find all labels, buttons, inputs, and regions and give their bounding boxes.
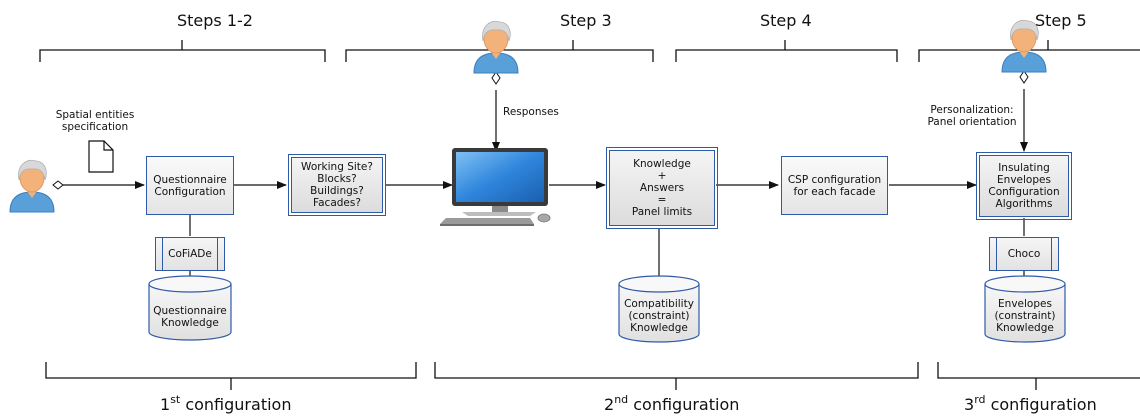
csp-configuration-box: CSP configuration for each facade xyxy=(781,156,888,215)
choco-component: Choco xyxy=(989,237,1059,271)
configuration-ordinal-2: nd xyxy=(614,393,629,406)
step-heading-3: Step 3 xyxy=(560,11,612,30)
mouse-icon xyxy=(537,213,551,223)
working-site-box: Working Site? Blocks? Buildings? Facades… xyxy=(288,154,386,216)
step-heading-5: Step 5 xyxy=(1035,11,1087,30)
working-site-text: Working Site? Blocks? Buildings? Facades… xyxy=(301,161,373,209)
top-bracket-step-4 xyxy=(675,40,898,62)
questionnaire-configuration-box: Questionnaire Configuration xyxy=(146,156,234,215)
configuration-label-3: 3rd configuration xyxy=(964,393,1097,414)
insulating-envelopes-text: Insulating Envelopes Configuration Algor… xyxy=(988,162,1060,210)
database-icon xyxy=(148,275,232,341)
configuration-label-2: 2nd configuration xyxy=(604,393,740,414)
configuration-number-3: 3 xyxy=(964,395,975,414)
configuration-word-1: configuration xyxy=(185,395,292,414)
document-icon xyxy=(88,140,114,173)
keyboard-icon xyxy=(440,218,534,226)
step-heading-1-2: Steps 1-2 xyxy=(177,11,253,30)
configuration-number-2: 2 xyxy=(604,395,615,414)
top-bracket-steps-1-2 xyxy=(39,40,326,62)
cofiade-component: CoFiADe xyxy=(155,237,225,271)
component-links xyxy=(189,215,1025,280)
configuration-ordinal-3: rd xyxy=(974,393,986,406)
cofiade-label: CoFiADe xyxy=(168,248,212,260)
compatibility-knowledge-label: Compatibility (constraint) Knowledge xyxy=(624,298,694,334)
questionnaire-configuration-text: Questionnaire Configuration xyxy=(153,173,227,198)
computer-icon xyxy=(452,148,548,216)
configuration-word-3: configuration xyxy=(990,395,1097,414)
choco-label: Choco xyxy=(1007,248,1041,260)
step-heading-4: Step 4 xyxy=(760,11,812,30)
bottom-bracket-1st xyxy=(45,362,417,390)
envelopes-knowledge-label: Envelopes (constraint) Knowledge xyxy=(994,298,1056,334)
csp-configuration-text: CSP configuration for each facade xyxy=(787,173,882,198)
database-icon xyxy=(984,275,1066,343)
user-icon xyxy=(473,20,519,74)
database-icon xyxy=(618,275,700,343)
flow-arrows xyxy=(63,89,1028,189)
top-bracket-step-5 xyxy=(918,40,1140,62)
personalization-label: Personalization: Panel orientation xyxy=(927,104,1017,128)
configuration-ordinal-1: st xyxy=(170,393,181,406)
bottom-bracket-3rd xyxy=(937,362,1140,390)
knowledge-answers-box: Knowledge + Answers = Panel limits xyxy=(606,147,718,229)
user-icon xyxy=(9,159,55,213)
aggregation-diamonds xyxy=(52,70,1029,190)
questionnaire-knowledge-label: Questionnaire Knowledge xyxy=(153,305,227,329)
user-icon xyxy=(1001,19,1047,73)
insulating-envelopes-box: Insulating Envelopes Configuration Algor… xyxy=(976,152,1072,220)
responses-label: Responses xyxy=(503,106,559,118)
knowledge-answers-text: Knowledge + Answers = Panel limits xyxy=(631,158,693,218)
configuration-word-2: configuration xyxy=(633,395,740,414)
configuration-label-1: 1st configuration xyxy=(160,393,292,414)
bottom-bracket-2nd xyxy=(434,362,919,390)
configuration-number-1: 1 xyxy=(160,395,171,414)
spatial-entities-label: Spatial entities specification xyxy=(55,109,135,133)
